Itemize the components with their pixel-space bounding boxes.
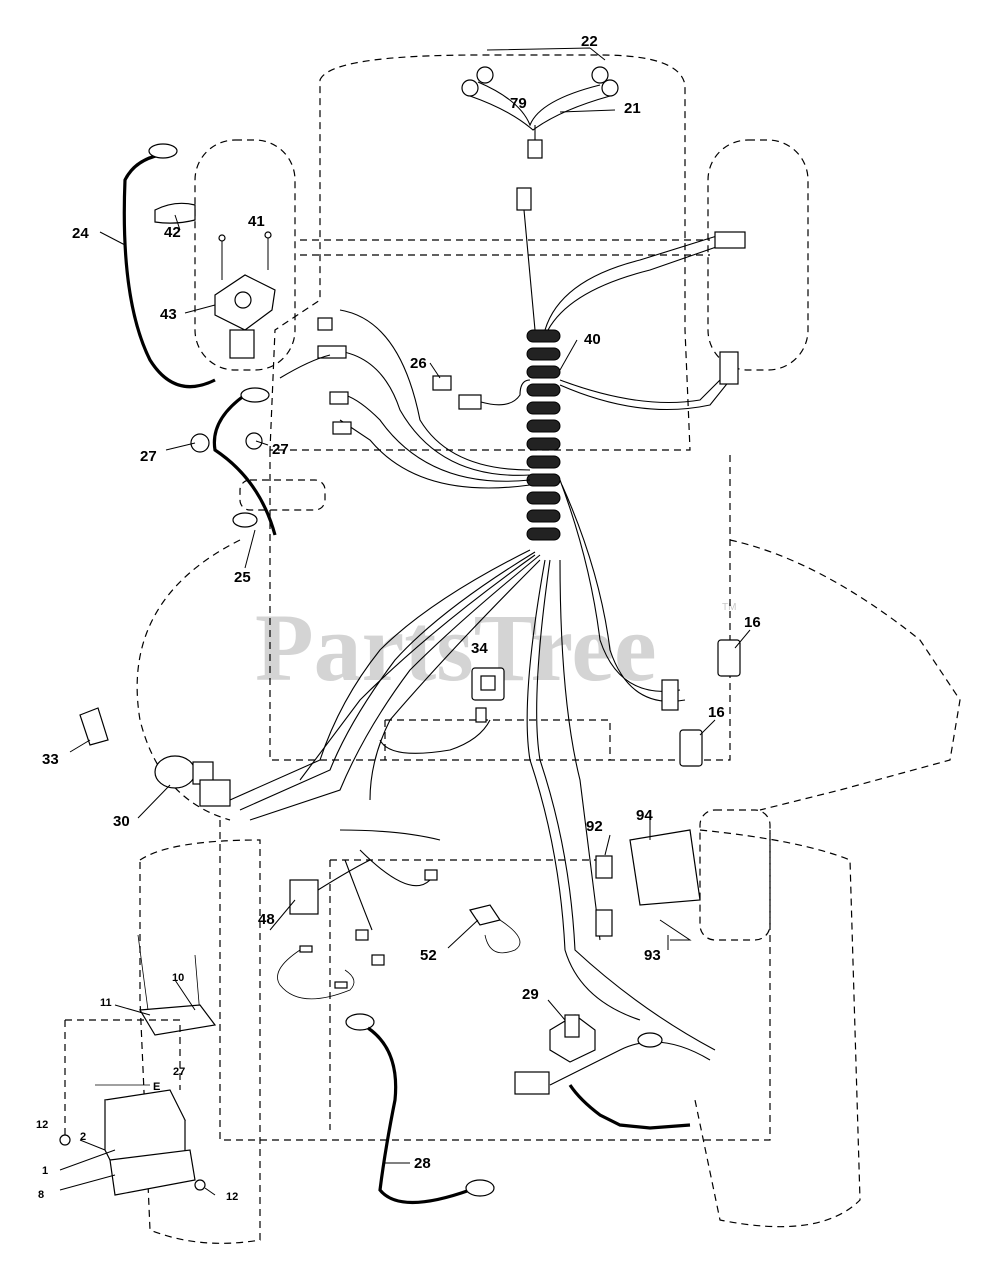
reverse-switch-94 — [629, 829, 701, 941]
callout-43: 43 — [160, 306, 177, 323]
callout-41: 41 — [248, 213, 265, 230]
jumper-wire-48 — [277, 945, 355, 1000]
callout-29: 29 — [522, 986, 539, 1003]
callout-8: 8 — [38, 1189, 44, 1201]
battery-assembly — [59, 934, 217, 1196]
callout-21: 21 — [624, 100, 641, 117]
cable-25 — [212, 354, 331, 536]
nuts-27 — [190, 432, 263, 453]
fuse-33 — [79, 707, 109, 746]
callout-27-left: 27 — [140, 448, 157, 465]
terminal-boot-42 — [154, 202, 196, 224]
callout-40: 40 — [584, 331, 601, 348]
solenoid-43 — [214, 231, 276, 359]
callout-48: 48 — [258, 911, 275, 928]
switches-16 — [679, 639, 741, 767]
callout-25: 25 — [234, 569, 251, 586]
callout-79: 79 — [510, 95, 527, 112]
callout-33: 33 — [42, 751, 59, 768]
ignition-switch-30 — [154, 755, 231, 807]
callout-e: E — [153, 1081, 160, 1093]
callout-1: 1 — [42, 1165, 48, 1177]
callout-27-battery: 27 — [173, 1066, 185, 1078]
watermark-tm: TM — [722, 602, 736, 613]
leader-lines — [59, 47, 751, 1196]
callout-12-left: 12 — [36, 1119, 48, 1131]
callout-92: 92 — [586, 818, 603, 835]
callout-16-bottom: 16 — [708, 704, 725, 721]
callout-12-right: 12 — [226, 1191, 238, 1203]
callout-28: 28 — [414, 1155, 431, 1172]
callout-10: 10 — [172, 972, 184, 984]
pto-switch-29 — [514, 1014, 711, 1130]
callout-27-right: 27 — [272, 441, 289, 458]
callout-labels: 22 79 21 24 41 42 43 40 26 27 27 25 16 3… — [36, 33, 761, 1203]
callout-16-top: 16 — [744, 614, 761, 631]
connector-block — [289, 829, 441, 966]
headlight-assembly — [461, 66, 619, 159]
tractor-outline — [136, 54, 961, 1244]
callout-24: 24 — [72, 225, 89, 242]
battery-cable-24 — [122, 143, 216, 389]
main-wire-harness — [229, 187, 746, 1051]
callout-2: 2 — [80, 1131, 86, 1143]
callout-11: 11 — [100, 997, 112, 1009]
callout-93: 93 — [644, 947, 661, 964]
connector-52 — [469, 904, 521, 954]
callout-52: 52 — [420, 947, 437, 964]
callout-30: 30 — [113, 813, 130, 830]
callout-26: 26 — [410, 355, 427, 372]
callout-94: 94 — [636, 807, 653, 824]
callout-34: 34 — [471, 640, 488, 657]
switch-34 — [471, 667, 505, 723]
callout-22: 22 — [581, 33, 598, 50]
harness-coil — [526, 329, 561, 541]
callout-42: 42 — [164, 224, 181, 241]
battery-cable-28 — [345, 1013, 495, 1204]
